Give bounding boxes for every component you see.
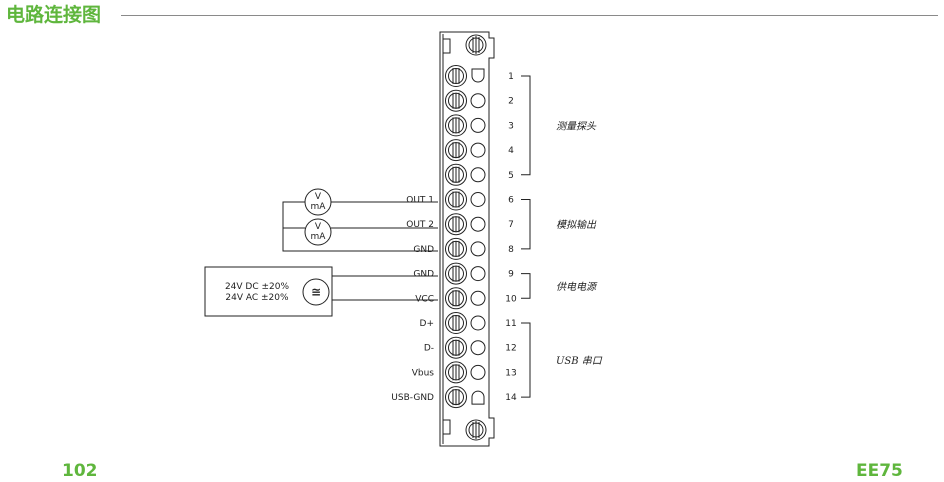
terminal-opening-icon [471, 390, 485, 405]
terminal-label: GND [413, 245, 434, 255]
screw-icon [445, 361, 467, 384]
screw-icon [445, 312, 467, 334]
terminal-block [439, 31, 495, 447]
terminal-opening-icon [470, 192, 486, 207]
terminal-3: 3 [445, 114, 514, 137]
meter-1-unit-ma: mA [311, 202, 327, 212]
terminal-number: 11 [505, 319, 516, 329]
terminal-number: 4 [508, 146, 514, 156]
group-bracket-3: 供电电源 [521, 273, 598, 299]
screw-icon [445, 89, 467, 112]
group-bracket-4: USB 串口 [521, 322, 603, 398]
ac-dc-symbol-icon: ≅ [311, 285, 321, 299]
terminal-number: 3 [508, 121, 514, 131]
group-bracket-2: 模拟输出 [521, 199, 597, 250]
terminal-11: 11 D+ [420, 312, 517, 334]
terminal-14: 14 USB-GND [391, 386, 517, 409]
meter-2-unit-v: V [315, 222, 322, 232]
power-supply: 24V DC ±20% 24V AC ±20% ≅ [204, 266, 438, 317]
screw-icon [445, 287, 467, 310]
terminal-label: USB-GND [391, 393, 434, 403]
screw-icon [445, 262, 467, 285]
page-number: 102 [62, 461, 98, 481]
terminal-7: 7 OUT 2 [406, 213, 514, 236]
screw-icon [445, 139, 467, 162]
page-title: 电路连接图 [6, 4, 102, 26]
screw-icon [445, 114, 467, 137]
terminal-opening-icon [470, 142, 486, 158]
terminal-label: GND [413, 270, 434, 280]
terminal-opening-icon [470, 117, 486, 133]
terminal-number: 8 [508, 245, 514, 255]
terminal-opening-icon [470, 167, 486, 183]
terminal-opening-icon [470, 266, 486, 282]
screw-icon [445, 237, 467, 260]
terminal-label: OUT 1 [406, 196, 434, 206]
group-label: 模拟输出 [556, 219, 597, 231]
group-label: USB 串口 [556, 355, 603, 367]
terminal-12: 12 D- [424, 336, 517, 359]
terminal-number: 12 [505, 344, 516, 354]
title-rule [121, 15, 938, 16]
terminal-number: 13 [505, 368, 516, 378]
product-name: EE75 [856, 461, 903, 481]
terminal-number: 6 [508, 196, 514, 206]
screw-icon [445, 65, 467, 87]
terminal-opening-icon [470, 241, 486, 257]
terminal-label: OUT 2 [406, 220, 434, 230]
terminal-2: 2 [445, 89, 514, 112]
terminal-number: 5 [508, 171, 514, 181]
terminal-opening-icon [470, 340, 486, 356]
terminal-number: 14 [505, 393, 517, 403]
terminal-label: VCC [415, 294, 434, 304]
power-spec-dc: 24V DC ±20% [225, 282, 290, 292]
voltmeter-2: V mA [304, 218, 332, 246]
screw-icon [445, 188, 467, 211]
group-label: 测量探头 [556, 120, 597, 132]
terminal-opening-icon [470, 315, 486, 331]
terminal-opening-icon [470, 364, 486, 380]
terminal-13: 13 Vbus [412, 361, 517, 384]
analog-output-wiring [282, 201, 438, 252]
terminal-opening-icon [470, 216, 486, 232]
terminal-9: 9 GND [413, 262, 514, 285]
terminal-4: 4 [445, 139, 514, 162]
screw-icon [445, 386, 467, 409]
screw-icon [445, 213, 467, 236]
terminal-number: 2 [508, 97, 514, 107]
terminal-8: 8 GND [413, 237, 514, 260]
terminal-label: Vbus [412, 368, 435, 378]
terminal-number: 9 [508, 270, 514, 280]
terminal-1: 1 [445, 65, 514, 87]
terminal-number: 10 [505, 294, 517, 304]
screw-icon [445, 336, 467, 359]
terminal-10: 10 VCC [415, 287, 517, 310]
voltmeter-1: V mA [304, 188, 332, 216]
meter-1-unit-v: V [315, 192, 322, 202]
terminal-opening-icon [471, 68, 485, 83]
meter-2-unit-ma: mA [311, 232, 327, 242]
power-spec-ac: 24V AC ±20% [225, 293, 289, 303]
terminal-number: 7 [508, 220, 514, 230]
terminal-5: 5 [445, 163, 514, 186]
screw-icon [445, 163, 467, 186]
group-bracket-1: 测量探头 [521, 75, 597, 176]
terminal-label: D+ [420, 319, 434, 329]
group-label: 供电电源 [556, 281, 598, 293]
terminal-6: 6 OUT 1 [406, 188, 514, 211]
terminal-opening-icon [470, 290, 486, 306]
terminal-label: D- [424, 344, 434, 354]
terminal-opening-icon [470, 93, 486, 109]
terminal-number: 1 [508, 72, 514, 82]
